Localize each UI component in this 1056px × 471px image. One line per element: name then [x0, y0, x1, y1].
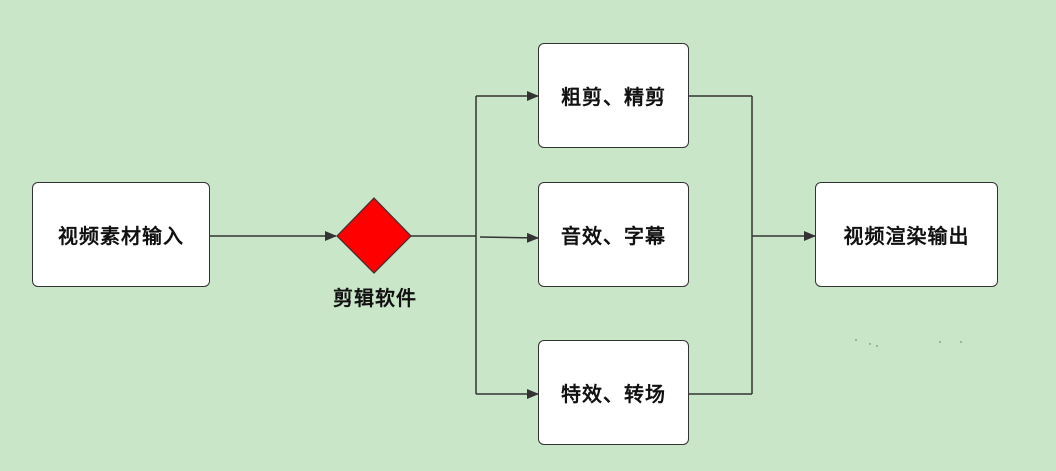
node-video-input-label: 视频素材输入 [58, 224, 184, 248]
decision-diamond-icon [336, 197, 412, 274]
node-video-input: 视频素材输入 [32, 182, 210, 287]
speck-dot [869, 343, 871, 345]
node-render-output: 视频渲染输出 [815, 182, 998, 287]
edge-split-to-audio [479, 232, 539, 243]
speck-dot [855, 339, 857, 341]
decision-label: 剪辑软件 [333, 286, 417, 310]
node-render-output-label: 视频渲染输出 [843, 224, 970, 248]
node-effects-transitions-label: 特效、转场 [561, 382, 666, 406]
speck-dot [939, 341, 941, 343]
speck-dot [876, 345, 878, 347]
node-rough-fine-cut: 粗剪、精剪 [538, 43, 689, 148]
node-audio-subtitles-label: 音效、字幕 [561, 224, 666, 248]
node-audio-subtitles: 音效、字幕 [538, 182, 689, 287]
speck-dot [960, 341, 962, 343]
node-effects-transitions: 特效、转场 [538, 340, 689, 445]
node-rough-fine-cut-label: 粗剪、精剪 [561, 85, 666, 109]
